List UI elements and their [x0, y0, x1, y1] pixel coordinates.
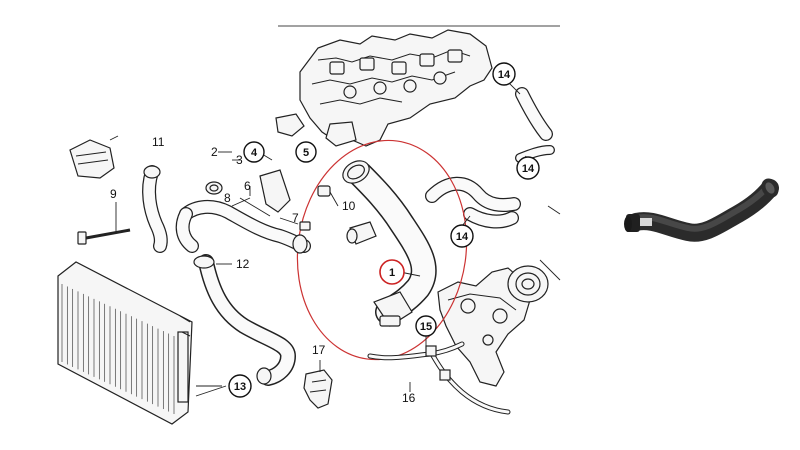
callouts: 1 2 3 4 5 6 7 8 9 10 11 12 13 14 14 14 1…: [110, 62, 540, 405]
callout-circle-14c: [450, 224, 474, 248]
callout-circle-13: [228, 374, 252, 398]
fitting-part-7: [299, 221, 311, 231]
callout-10: 10: [342, 199, 356, 213]
washer-part-3: [205, 181, 223, 195]
radiator: [57, 261, 193, 425]
clip-part-17: [303, 369, 333, 409]
callout-6: 6: [244, 179, 251, 193]
callout-12: 12: [236, 257, 250, 271]
hose-part-14-mid: [515, 145, 555, 163]
hose-part-8: [175, 200, 311, 254]
callout-circle-15: [415, 315, 437, 337]
callout-17: 17: [312, 343, 326, 357]
callout-9: 9: [110, 187, 117, 201]
hose-part-12: [193, 254, 296, 386]
callout-2: 2: [211, 145, 218, 159]
hose-part-14-top: [515, 87, 553, 141]
expansion-tank-neck: [69, 135, 119, 179]
callout-11: 11: [152, 135, 165, 149]
callout-5: 5: [303, 147, 309, 159]
callout-7: 7: [292, 211, 299, 225]
thermostat-housing: [437, 265, 549, 387]
product-photo-hose: [624, 178, 779, 242]
callout-8: 8: [224, 191, 231, 205]
callout-circle-4: [243, 141, 265, 163]
callout-3: 3: [236, 153, 243, 167]
bolt-part-9: [77, 228, 131, 245]
callout-16: 16: [402, 391, 416, 405]
callout-14b: 14: [522, 163, 535, 175]
sleeve-part-5: [259, 169, 291, 213]
callout-circle-1: [379, 259, 405, 285]
callout-14a: 14: [498, 69, 511, 81]
callout-15: 15: [420, 321, 432, 333]
engine-block: [275, 29, 493, 147]
bypass-pipe: [425, 176, 521, 229]
callout-14c: 14: [456, 231, 469, 243]
pipe-part-16: [367, 341, 511, 415]
main-hose-part-1: [342, 160, 437, 327]
callout-13: 13: [234, 381, 246, 393]
callout-circle-5: [295, 141, 317, 163]
callout-4: 4: [251, 147, 258, 159]
callout-circle-14a: [492, 62, 516, 86]
callout-circle-14b: [516, 156, 540, 180]
callout-1: 1: [389, 267, 395, 279]
connector-mid: [346, 221, 377, 245]
fitting-part-10: [317, 185, 339, 207]
hose-part-11: [142, 165, 168, 253]
